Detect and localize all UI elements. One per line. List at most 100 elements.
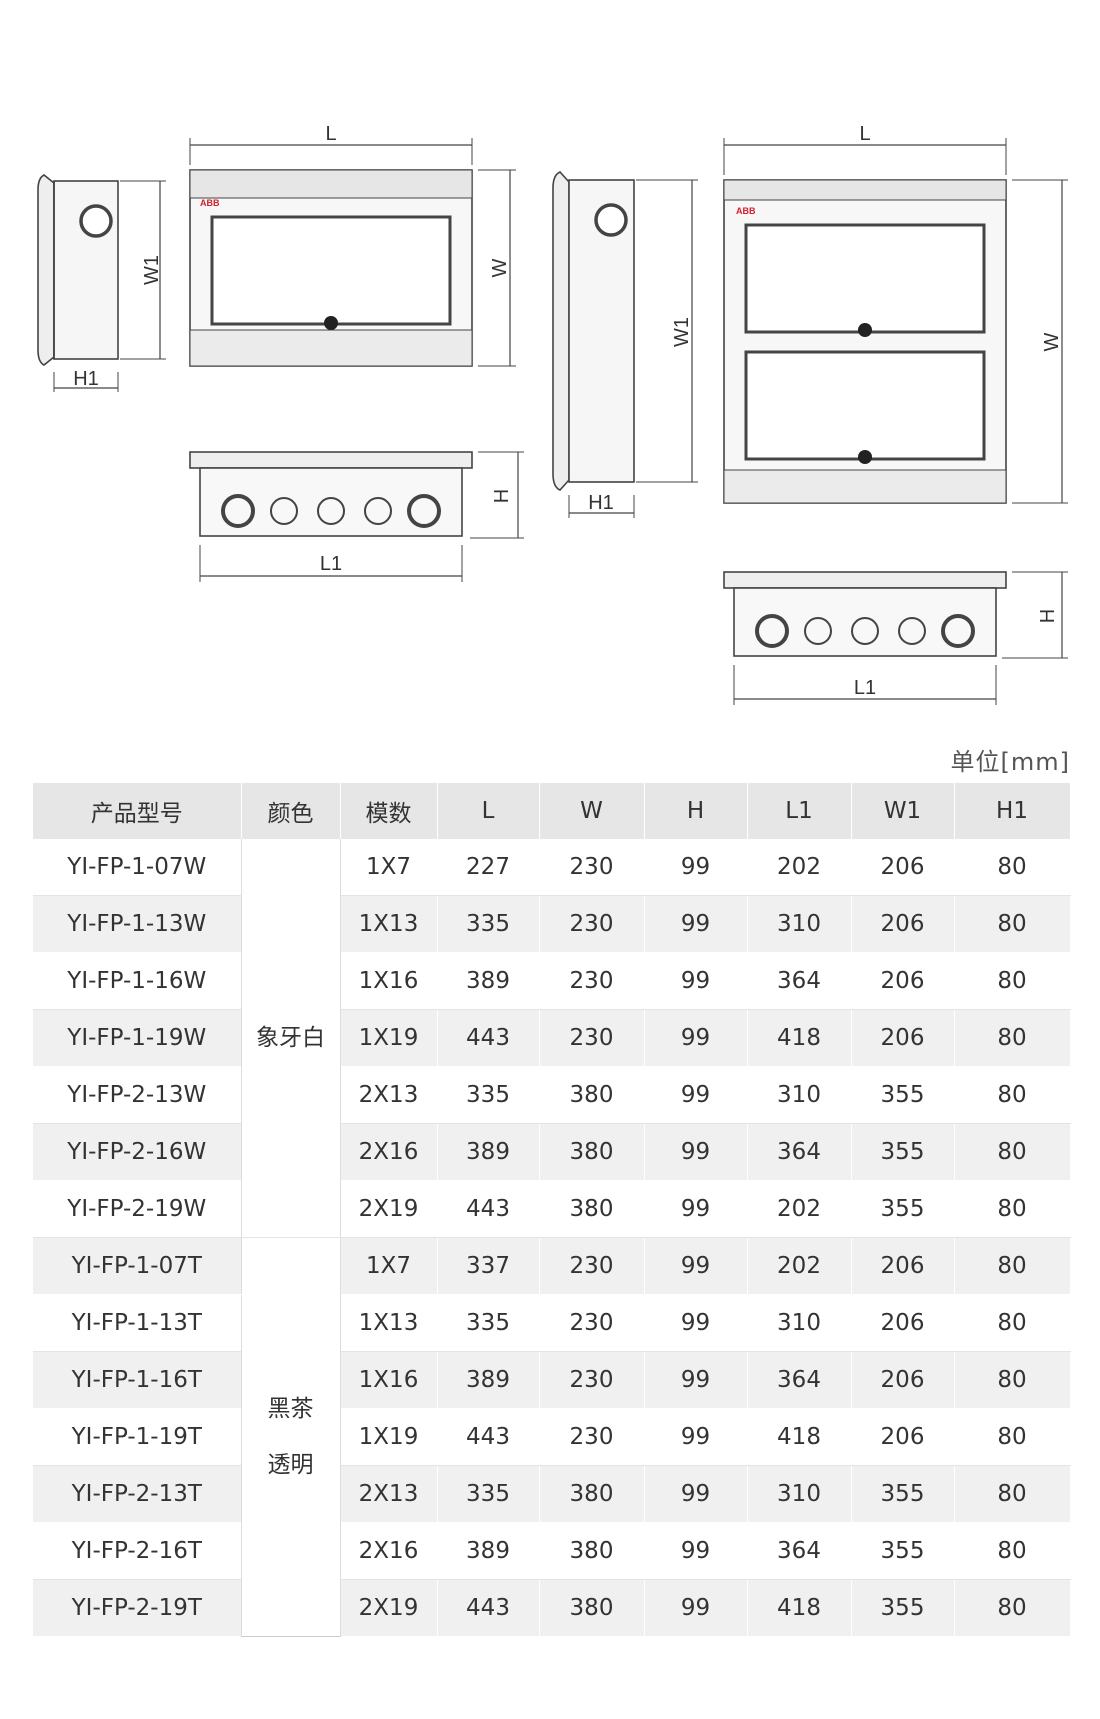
cell-w1: 206 <box>851 1009 955 1067</box>
double-row-front-view <box>723 138 1068 504</box>
dim-label-h1-single: H1 <box>73 368 99 390</box>
cell-w1: 355 <box>851 1123 955 1181</box>
cell-modules: 1X19 <box>340 1009 438 1067</box>
header-h1: H1 <box>954 783 1071 839</box>
dim-label-l-single: L <box>325 123 336 145</box>
cell-h1: 80 <box>954 1237 1071 1295</box>
color-label: 透明 <box>267 1452 314 1478</box>
single-row-bottom-view <box>189 451 524 582</box>
cell-l: 389 <box>437 1351 540 1409</box>
cell-h1: 80 <box>954 1351 1071 1409</box>
cell-l: 443 <box>437 1180 540 1238</box>
cell-l1: 364 <box>747 1522 852 1580</box>
cell-modules: 1X13 <box>340 1294 438 1352</box>
cell-h1: 80 <box>954 1465 1071 1523</box>
cell-w: 230 <box>539 895 645 953</box>
cell-w1: 206 <box>851 895 955 953</box>
header-w1: W1 <box>851 783 955 839</box>
cell-h: 99 <box>644 839 748 896</box>
cell-h: 99 <box>644 1579 748 1637</box>
color-label: 象牙白 <box>256 1025 325 1051</box>
cell-h1: 80 <box>954 1123 1071 1181</box>
cell-w: 230 <box>539 1009 645 1067</box>
cell-l: 443 <box>437 1408 540 1466</box>
cell-model: YI-FP-1-16T <box>33 1351 242 1409</box>
cell-h: 99 <box>644 1237 748 1295</box>
cell-h: 99 <box>644 1009 748 1067</box>
cell-w1: 206 <box>851 1294 955 1352</box>
header-model: 产品型号 <box>33 783 242 839</box>
cell-h: 99 <box>644 1123 748 1181</box>
cell-model: YI-FP-1-16W <box>33 952 242 1010</box>
cell-modules: 2X16 <box>340 1123 438 1181</box>
cell-modules: 2X16 <box>340 1522 438 1580</box>
cell-w1: 206 <box>851 1237 955 1295</box>
header-color: 颜色 <box>241 783 341 839</box>
cell-l: 389 <box>437 1522 540 1580</box>
brand-logo-single: ABB <box>200 198 220 208</box>
cell-modules: 2X13 <box>340 1465 438 1523</box>
cell-h: 99 <box>644 895 748 953</box>
cell-h: 99 <box>644 1066 748 1124</box>
cell-w: 380 <box>539 1579 645 1637</box>
cell-w: 380 <box>539 1465 645 1523</box>
cell-h1: 80 <box>954 1066 1071 1124</box>
cell-l: 227 <box>437 839 540 896</box>
cell-model: YI-FP-2-16T <box>33 1522 242 1580</box>
cell-l: 389 <box>437 1123 540 1181</box>
cell-h: 99 <box>644 1522 748 1580</box>
dim-label-h-double: H <box>1037 609 1059 623</box>
cell-l1: 364 <box>747 1351 852 1409</box>
single-row-front-view <box>189 138 516 367</box>
dim-label-w-single: W <box>489 258 511 277</box>
dimension-drawings: W1 H1 ABB L W H L1 <box>37 123 1068 705</box>
cell-l1: 202 <box>747 1180 852 1238</box>
cell-w: 380 <box>539 1066 645 1124</box>
cell-w: 380 <box>539 1522 645 1580</box>
cell-modules: 2X13 <box>340 1066 438 1124</box>
cell-h1: 80 <box>954 839 1071 896</box>
cell-w: 230 <box>539 1294 645 1352</box>
cell-model: YI-FP-2-19T <box>33 1579 242 1637</box>
cell-model: YI-FP-2-13W <box>33 1066 242 1124</box>
cell-w: 230 <box>539 1237 645 1295</box>
cell-l: 337 <box>437 1237 540 1295</box>
cell-color: 黑茶透明 <box>240 1237 341 1637</box>
cell-w: 230 <box>539 952 645 1010</box>
cell-model: YI-FP-1-19W <box>33 1009 242 1067</box>
cell-l: 335 <box>437 895 540 953</box>
cell-w1: 355 <box>851 1522 955 1580</box>
double-row-side-view <box>552 171 698 518</box>
single-row-side-view <box>37 174 166 392</box>
dim-label-h-single: H <box>491 489 513 503</box>
cell-modules: 2X19 <box>340 1579 438 1637</box>
cell-modules: 1X16 <box>340 1351 438 1409</box>
cell-w1: 206 <box>851 839 955 896</box>
cell-h1: 80 <box>954 1294 1071 1352</box>
cell-l: 443 <box>437 1009 540 1067</box>
cell-modules: 1X16 <box>340 952 438 1010</box>
cell-w1: 355 <box>851 1066 955 1124</box>
cell-modules: 1X7 <box>340 839 438 896</box>
cell-l: 389 <box>437 952 540 1010</box>
cell-modules: 2X19 <box>340 1180 438 1238</box>
color-label: 黑茶 <box>267 1396 314 1422</box>
cell-w1: 355 <box>851 1180 955 1238</box>
header-l1: L1 <box>747 783 852 839</box>
cell-l: 443 <box>437 1579 540 1637</box>
brand-logo-double: ABB <box>736 206 756 216</box>
dim-label-w1-double: W1 <box>671 317 693 347</box>
cell-w1: 355 <box>851 1465 955 1523</box>
cell-w1: 206 <box>851 1408 955 1466</box>
dim-label-w1-single: W1 <box>141 255 163 285</box>
